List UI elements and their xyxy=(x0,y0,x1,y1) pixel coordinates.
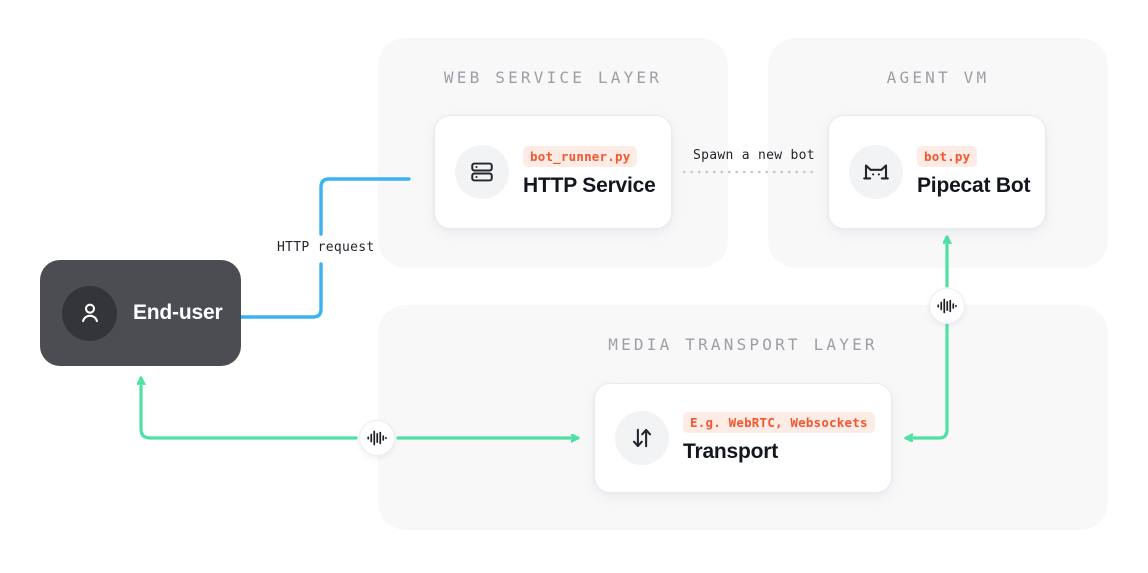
node-http-service-title: HTTP Service xyxy=(523,174,656,197)
audio-waveform-glyph xyxy=(937,298,957,314)
edge-label-http-request: HTTP request xyxy=(277,240,375,255)
node-transport[interactable]: E.g. WebRTC, Websockets Transport xyxy=(594,383,892,493)
audio-waveform-icon xyxy=(359,420,395,456)
person-icon xyxy=(62,285,117,341)
up-down-arrows-icon xyxy=(615,411,669,465)
node-http-service-text: bot_runner.py HTTP Service xyxy=(523,146,656,198)
node-pipecat-bot[interactable]: bot.py Pipecat Bot xyxy=(828,115,1046,229)
edge-label-spawn-a-new-bot: Spawn a new bot xyxy=(693,148,815,163)
layer-title-agent-vm: AGENT VM xyxy=(886,68,990,87)
person-glyph xyxy=(81,303,98,323)
node-end-user-label: End-user xyxy=(133,301,223,324)
node-http-service[interactable]: bot_runner.py HTTP Service xyxy=(434,115,672,229)
audio-waveform-glyph xyxy=(367,430,387,446)
node-transport-badge: E.g. WebRTC, Websockets xyxy=(683,412,875,433)
node-pipecat-bot-text: bot.py Pipecat Bot xyxy=(917,146,1031,198)
node-transport-title: Transport xyxy=(683,440,779,463)
up-down-arrows-glyph xyxy=(632,428,652,448)
layer-title-media-transport: MEDIA TRANSPORT LAYER xyxy=(608,335,878,354)
layer-title-web-service: WEB SERVICE LAYER xyxy=(443,68,663,87)
cat-face-icon xyxy=(849,145,903,199)
server-icon xyxy=(455,145,509,199)
audio-waveform-icon xyxy=(929,288,965,324)
node-end-user[interactable]: End-user xyxy=(40,260,241,366)
cat-face-glyph xyxy=(863,164,889,180)
node-pipecat-bot-badge: bot.py xyxy=(917,146,978,167)
server-glyph xyxy=(471,162,493,182)
node-pipecat-bot-title: Pipecat Bot xyxy=(917,174,1031,197)
node-transport-text: E.g. WebRTC, Websockets Transport xyxy=(683,412,875,464)
node-http-service-badge: bot_runner.py xyxy=(523,146,638,167)
